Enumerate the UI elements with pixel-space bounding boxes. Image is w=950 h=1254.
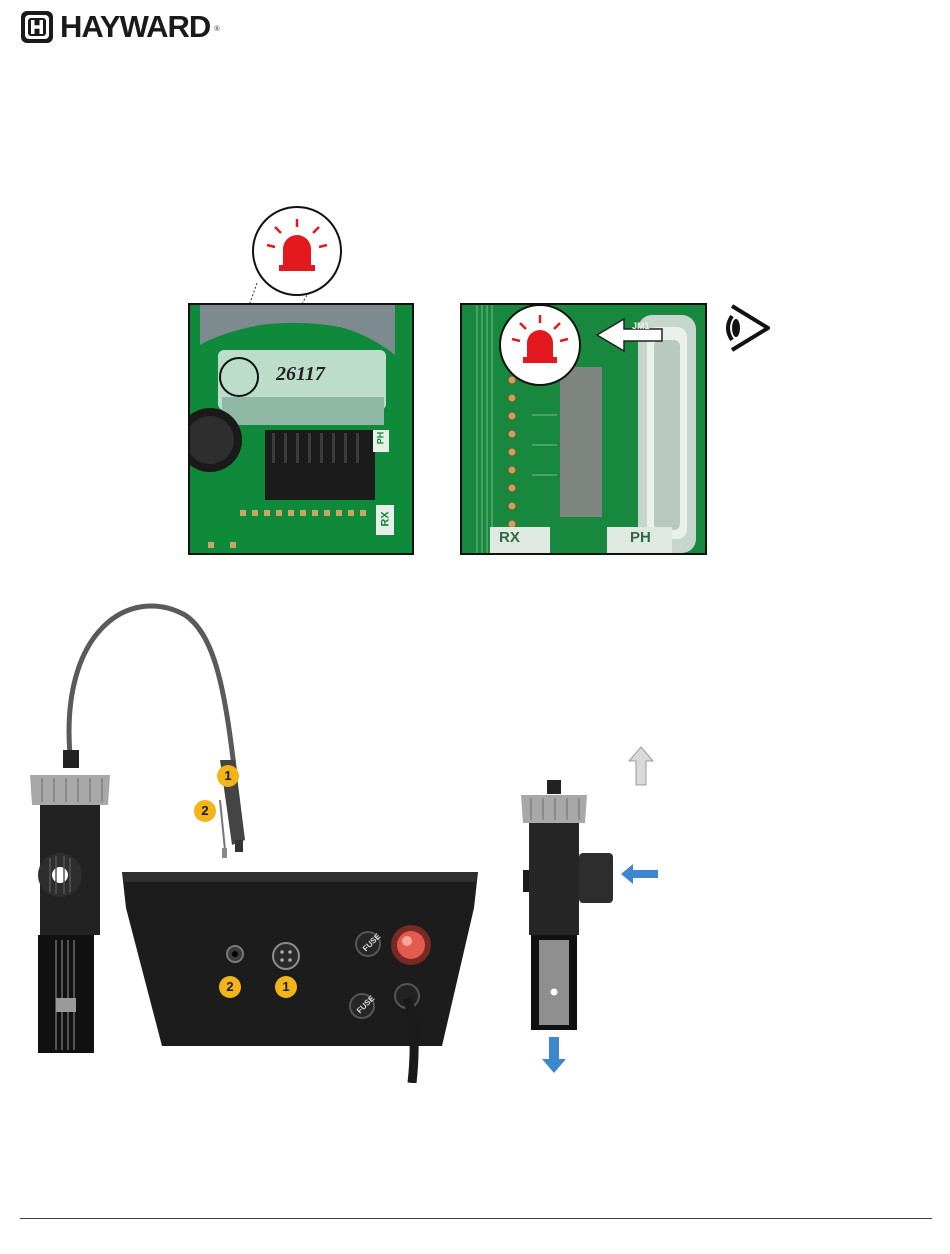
brand-name: HAYWARD (60, 10, 210, 44)
eye-icon (724, 300, 772, 356)
pcb2-rx-label: RX (499, 529, 520, 546)
flow-in-arrow-icon (621, 864, 658, 884)
callout-panel-connector: 1 (275, 976, 297, 998)
flow-down-arrow-icon (542, 1037, 566, 1073)
hayward-logo-mark-icon (20, 10, 54, 44)
flow-out-up-arrow-icon (629, 747, 653, 785)
callout-probe-connector: 1 (217, 765, 239, 787)
pcb2-jm1-label: JM1 (632, 321, 650, 331)
pcb1-rx-label: RX (380, 511, 392, 526)
hayward-logo: HAYWARD ® (20, 10, 260, 44)
flow-cell (515, 745, 665, 1080)
component-handwritten-code: 26117 (276, 363, 325, 386)
registered-mark: ® (214, 26, 219, 33)
footer-divider (20, 1218, 932, 1219)
pcb-photo-ph-connector-side: RX PH JM1 (460, 303, 707, 555)
pcb2-ph-label: PH (630, 529, 651, 546)
callout-panel-jack: 2 (219, 976, 241, 998)
callout-probe-jack: 2 (194, 800, 216, 822)
pcb-photo-ph-connector: 26117 PH RX (188, 303, 414, 555)
pcb1-ph-label: PH (375, 432, 385, 445)
control-box (120, 868, 480, 1083)
